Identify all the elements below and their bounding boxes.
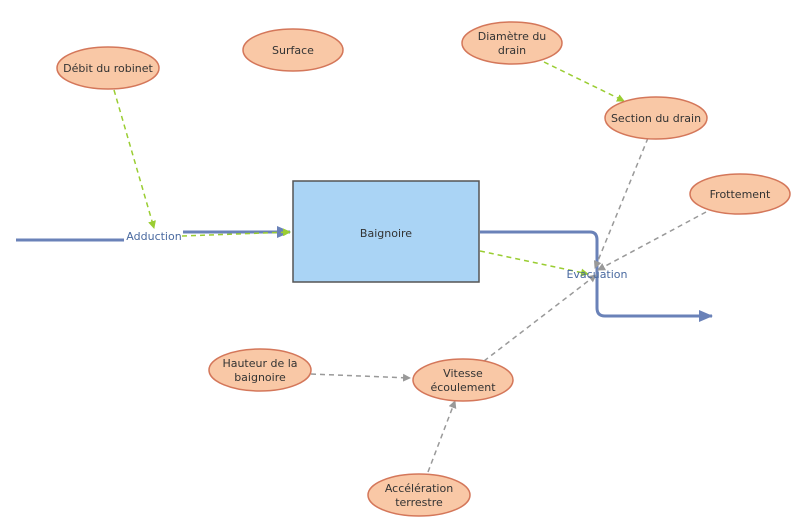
variable-ellipse — [208, 348, 312, 392]
link-section-to-evacuation — [593, 137, 649, 269]
variable-ellipse — [689, 173, 791, 215]
variable-ellipse — [604, 96, 708, 140]
variable-ellipse — [242, 28, 344, 72]
variable-section-du-drain[interactable]: Section du drain — [604, 96, 708, 140]
stock-label: Baignoire — [360, 227, 412, 240]
variable-label-line1: Vitesse — [443, 367, 483, 380]
link-debit-to-adduction — [113, 89, 156, 229]
link-acceleration-to-vitesse — [427, 400, 457, 473]
variable-label: Surface — [272, 44, 314, 57]
variable-diametre-du-drain[interactable]: Diamètre du drain — [461, 21, 563, 65]
variable-label-line2: baignoire — [234, 371, 286, 384]
variable-ellipse — [461, 21, 563, 65]
variable-hauteur-de-la-baignoire[interactable]: Hauteur de la baignoire — [208, 348, 312, 392]
evacuation-pipe — [480, 230, 713, 322]
link-vitesse-to-evacuation — [483, 274, 597, 362]
variable-ellipse — [412, 358, 514, 402]
variable-acceleration-terrestre[interactable]: Accélération terrestre — [367, 473, 471, 517]
variable-label: Frottement — [710, 188, 771, 201]
variable-label-line2: écoulement — [430, 381, 496, 394]
variable-surface[interactable]: Surface — [242, 28, 344, 72]
variable-label: Section du drain — [611, 112, 701, 125]
stock-baignoire[interactable]: Baignoire — [292, 180, 480, 283]
stock-box — [292, 180, 480, 283]
variable-label-line1: Hauteur de la — [222, 357, 297, 370]
link-stock-to-evacuation — [479, 250, 589, 277]
variable-label-line1: Accélération — [385, 482, 453, 495]
flow-label-evacuation: Evacuation — [566, 268, 627, 281]
flow-evacuation-pipe — [480, 230, 713, 322]
gray-links — [310, 137, 707, 473]
variable-label-line2: terrestre — [395, 496, 443, 509]
variable-frottement[interactable]: Frottement — [689, 173, 791, 215]
link-diametre-to-section — [543, 61, 625, 102]
variable-label-line1: Diamètre du — [478, 30, 547, 43]
link-hauteur-to-vitesse — [310, 373, 411, 382]
link-frottement-to-evacuation — [597, 211, 707, 271]
variable-label-line2: drain — [498, 44, 526, 57]
flow-label-adduction: Adduction — [126, 230, 181, 243]
variable-debit-du-robinet[interactable]: Débit du robinet — [56, 46, 160, 90]
variable-ellipse — [367, 473, 471, 517]
variable-ellipse — [56, 46, 160, 90]
variable-label: Débit du robinet — [63, 62, 153, 75]
link-adduction-to-stock — [181, 228, 291, 237]
green-links — [113, 61, 625, 277]
variable-vitesse-ecoulement[interactable]: Vitesse écoulement — [412, 358, 514, 402]
